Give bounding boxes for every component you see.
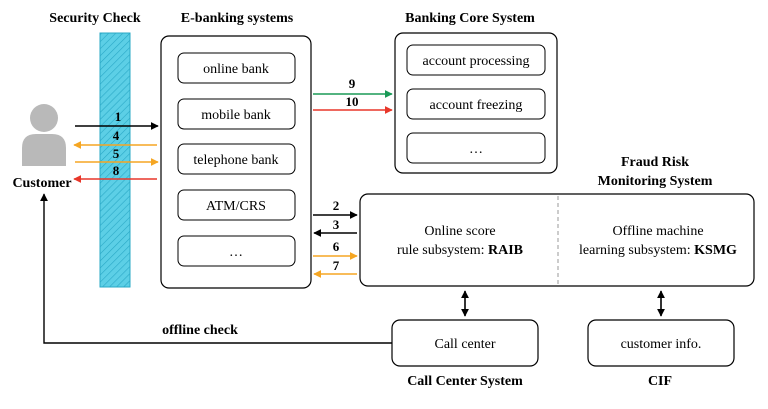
header-cif: CIF — [648, 374, 672, 389]
core-item-account-freezing — [406, 88, 546, 120]
customer-label: Customer — [12, 176, 71, 191]
arrow-4-label: 4 — [113, 128, 120, 143]
header-call-center-system: Call Center System — [407, 374, 523, 389]
arrow-6-label: 6 — [333, 239, 340, 254]
ebanking-item-more — [177, 235, 296, 267]
header-banking-core: Banking Core System — [405, 11, 535, 26]
ebanking-item-atm-crs — [177, 189, 296, 221]
arrow-8-label: 8 — [113, 163, 120, 178]
arrow-1-label: 1 — [115, 109, 122, 124]
core-item-more-label: … — [469, 142, 483, 157]
ebanking-item-mobile-bank-label: mobile bank — [201, 108, 271, 123]
customer-user-icon — [22, 104, 66, 166]
fraud-container — [359, 193, 755, 287]
core-items: account processing account freezing … — [406, 44, 546, 164]
fraud-offline-line1: Offline machine — [612, 224, 703, 239]
fraud-online-line1: Online score — [424, 224, 495, 239]
core-item-account-freezing-label: account freezing — [430, 98, 523, 113]
arrow-10-label: 10 — [346, 94, 359, 109]
ebanking-item-telephone-bank-label: telephone bank — [193, 153, 278, 168]
header-ebanking: E-banking systems — [181, 11, 294, 26]
ebanking-item-online-bank — [177, 52, 296, 84]
core-item-account-processing-label: account processing — [423, 54, 530, 69]
ebanking-item-atm-crs-label: ATM/CRS — [206, 199, 266, 214]
arrow-3-label: 3 — [333, 217, 340, 232]
ebanking-item-mobile-bank — [177, 98, 296, 130]
ebanking-item-telephone-bank — [177, 143, 296, 175]
ebanking-container — [160, 35, 312, 289]
header-security-check: Security Check — [49, 11, 141, 26]
offline-check-label: offline check — [162, 323, 238, 338]
cif-label: customer info. — [621, 337, 702, 352]
arrow-2-label: 2 — [333, 198, 340, 213]
ebanking-items: online bank mobile bank telephone bank A… — [177, 52, 296, 267]
ebanking-item-online-bank-label: online bank — [203, 62, 269, 77]
header-fraud-line2: Monitoring System — [598, 174, 713, 189]
cif-box — [587, 319, 735, 367]
arrow-9-label: 9 — [349, 76, 356, 91]
core-item-account-processing — [406, 44, 546, 76]
fraud-offline-line2: learning subsystem: KSMG — [579, 243, 737, 258]
arrow-offline-check — [40, 193, 392, 344]
ebanking-item-more-label: … — [229, 245, 243, 260]
banking-core-container — [394, 32, 558, 174]
arrow-7-label: 7 — [333, 258, 340, 273]
header-fraud-line1: Fraud Risk — [621, 155, 689, 170]
fraud-online-line2: rule subsystem: RAIB — [397, 243, 523, 258]
arrow-5-label: 5 — [113, 146, 120, 161]
core-item-more — [406, 132, 546, 164]
call-center-label: Call center — [434, 337, 495, 352]
security-check-barrier — [99, 32, 131, 288]
